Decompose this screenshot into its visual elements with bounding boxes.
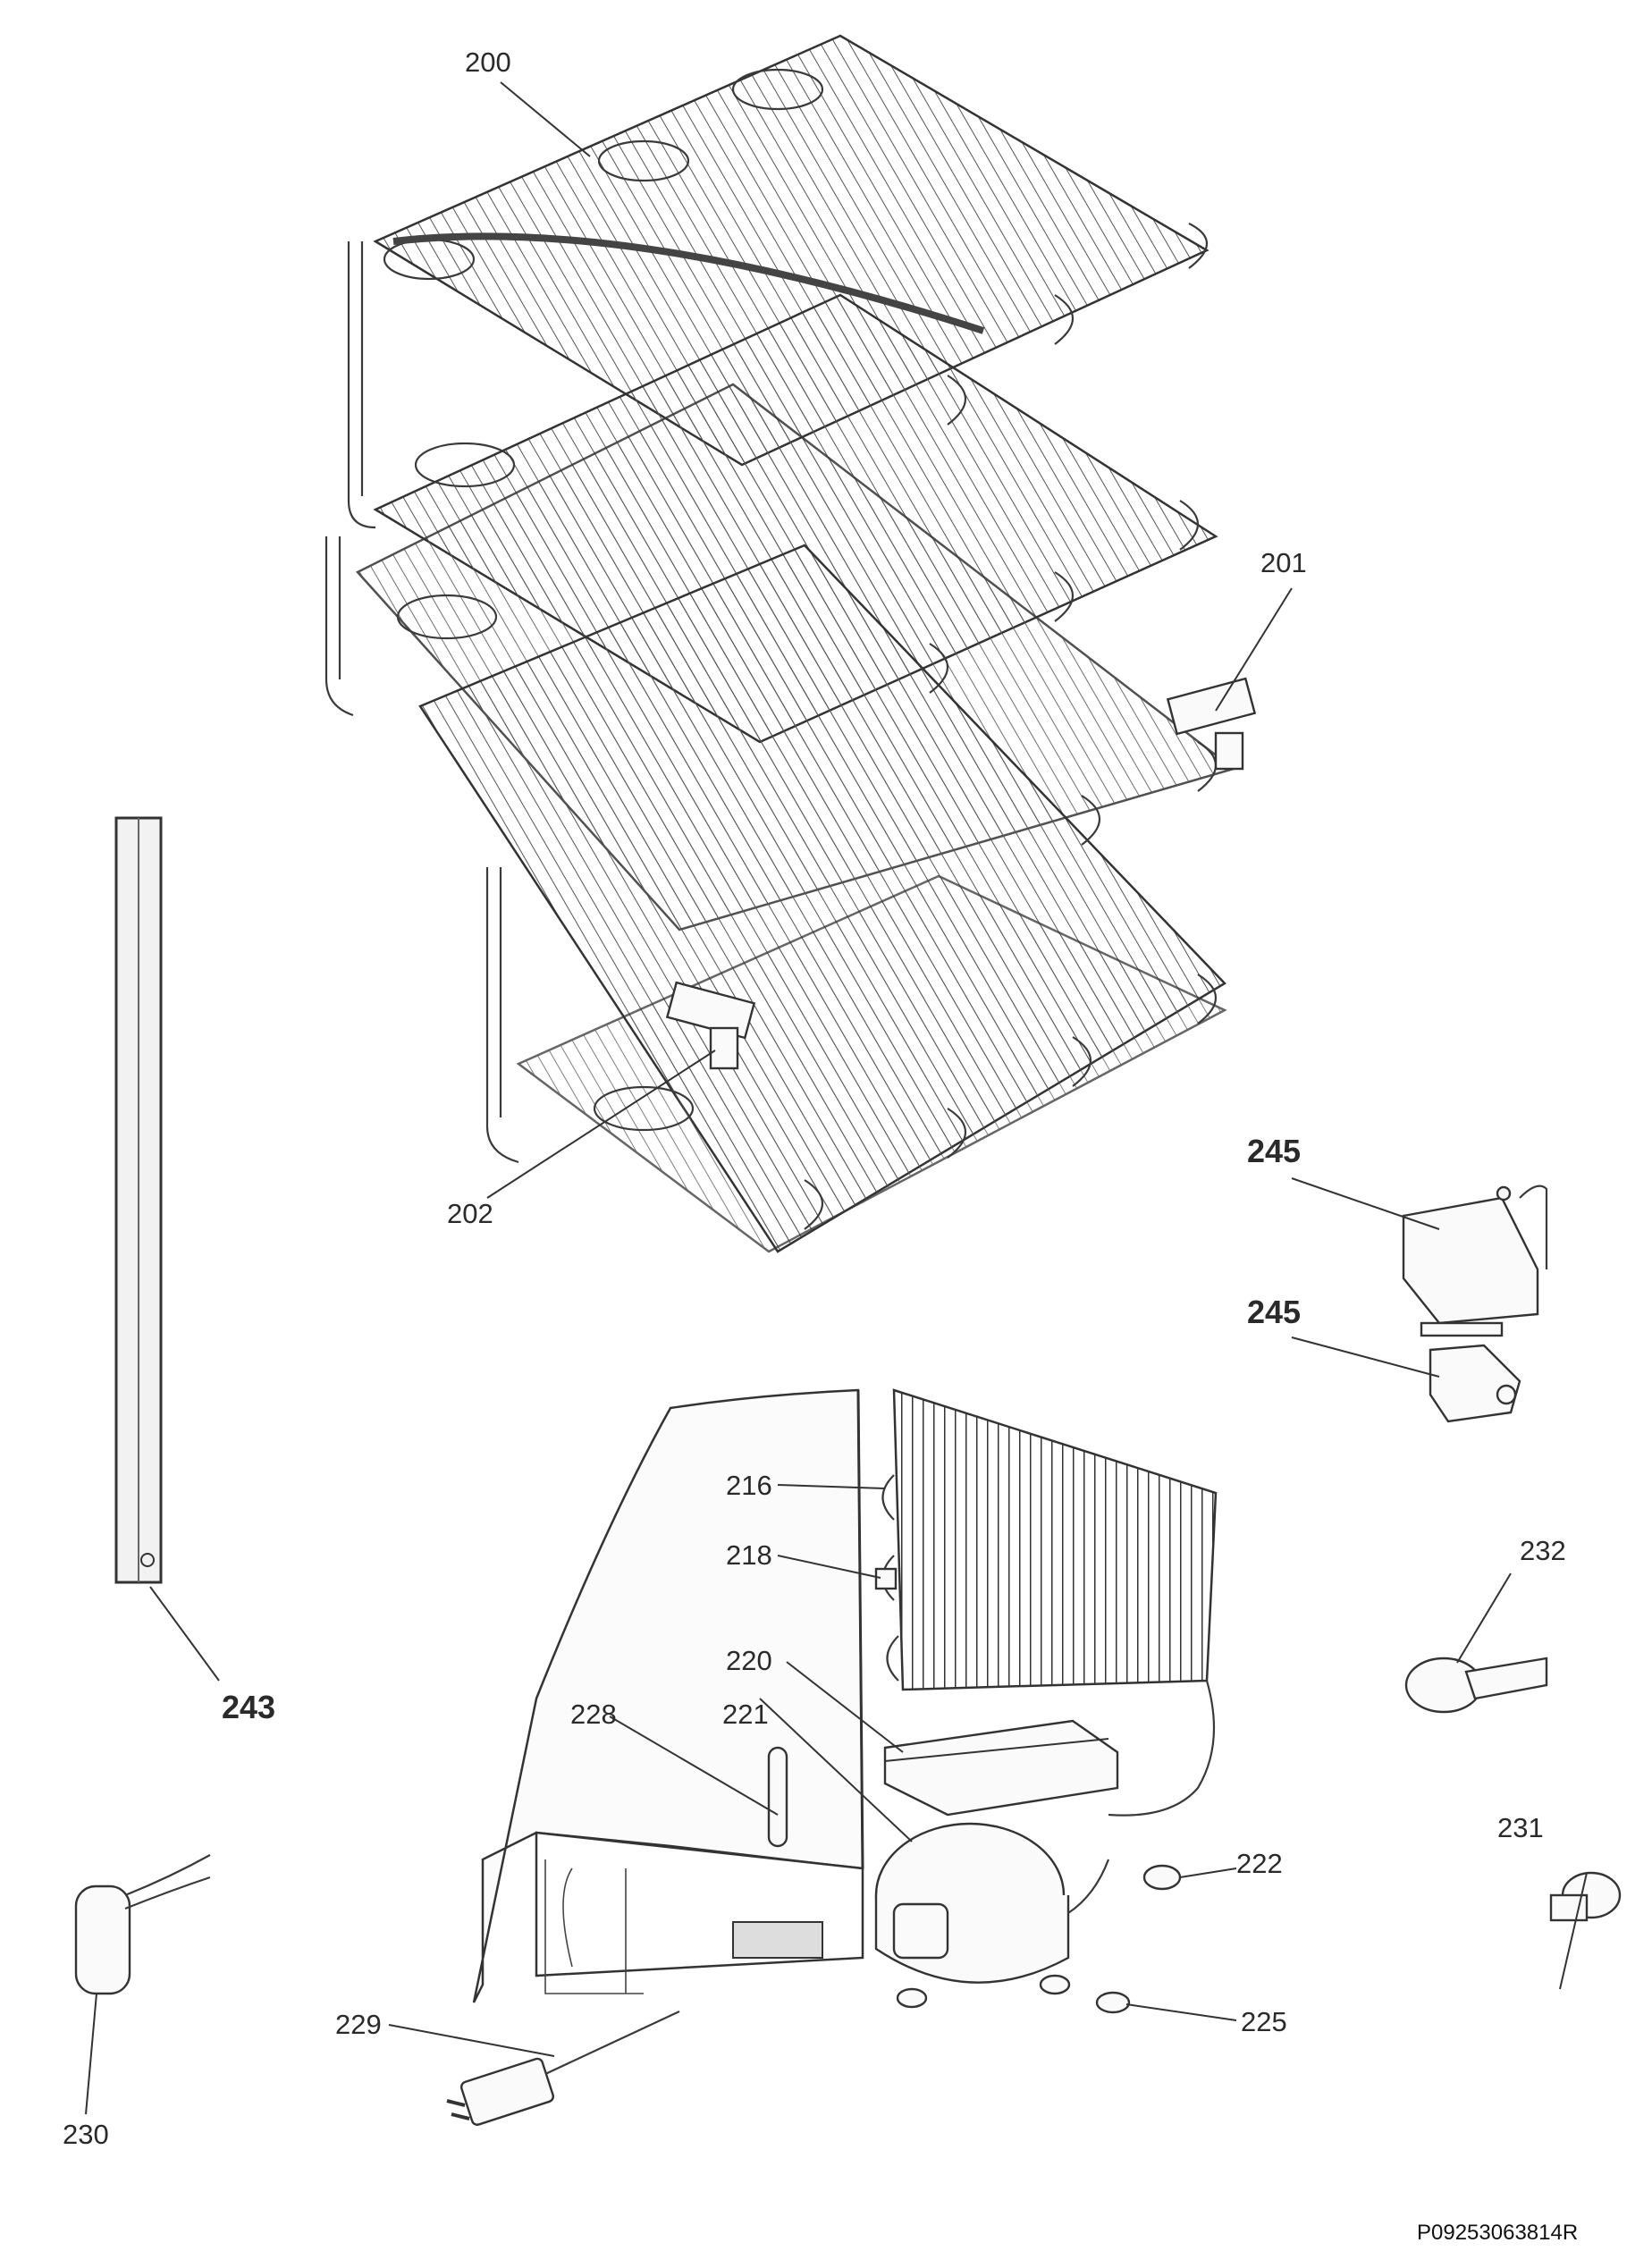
callout-labels: 200 201 202 245 245 243 216 218 220 221 …	[63, 46, 1578, 2245]
compressor-compartment	[535, 1746, 864, 1994]
callout-200: 200	[465, 46, 511, 78]
grommet-225	[1095, 1991, 1131, 2014]
callout-230: 230	[63, 2119, 109, 2150]
callout-229: 229	[335, 2009, 382, 2040]
leader-lines	[85, 81, 1588, 2115]
callout-245-lower: 245	[1247, 1294, 1301, 1330]
power-cord-229	[446, 2011, 680, 2126]
compressor	[874, 1822, 1110, 2009]
capacitor-230	[74, 1854, 211, 1995]
callout-225: 225	[1241, 2006, 1287, 2037]
callout-218: 218	[726, 1539, 772, 1571]
relay-245-upper	[1402, 1185, 1548, 1337]
relay-245-lower	[1429, 1344, 1521, 1423]
callout-222: 222	[1236, 1848, 1283, 1879]
callout-232: 232	[1520, 1535, 1566, 1566]
callout-243: 243	[222, 1689, 275, 1725]
cabinet-back-panel	[472, 1388, 864, 2003]
callout-231: 231	[1497, 1812, 1544, 1843]
callout-221: 221	[722, 1699, 769, 1730]
vertical-strip-243	[114, 816, 163, 1584]
sensor-clip-202	[665, 981, 756, 1070]
callout-220: 220	[726, 1645, 772, 1676]
callout-202: 202	[447, 1198, 493, 1229]
condenser-216	[874, 1388, 1218, 1817]
callout-228: 228	[570, 1699, 617, 1730]
callout-216: 216	[726, 1470, 772, 1501]
evaporator-assembly	[324, 34, 1257, 1253]
bracket-232	[1404, 1657, 1548, 1714]
reference-code: P09253063814R	[1417, 2221, 1578, 2245]
grommet-222	[1142, 1864, 1182, 1891]
drip-tray-220	[883, 1719, 1119, 1817]
callout-201: 201	[1260, 547, 1307, 578]
callout-245-upper: 245	[1247, 1133, 1301, 1169]
sensor-clip-201	[1166, 677, 1257, 771]
